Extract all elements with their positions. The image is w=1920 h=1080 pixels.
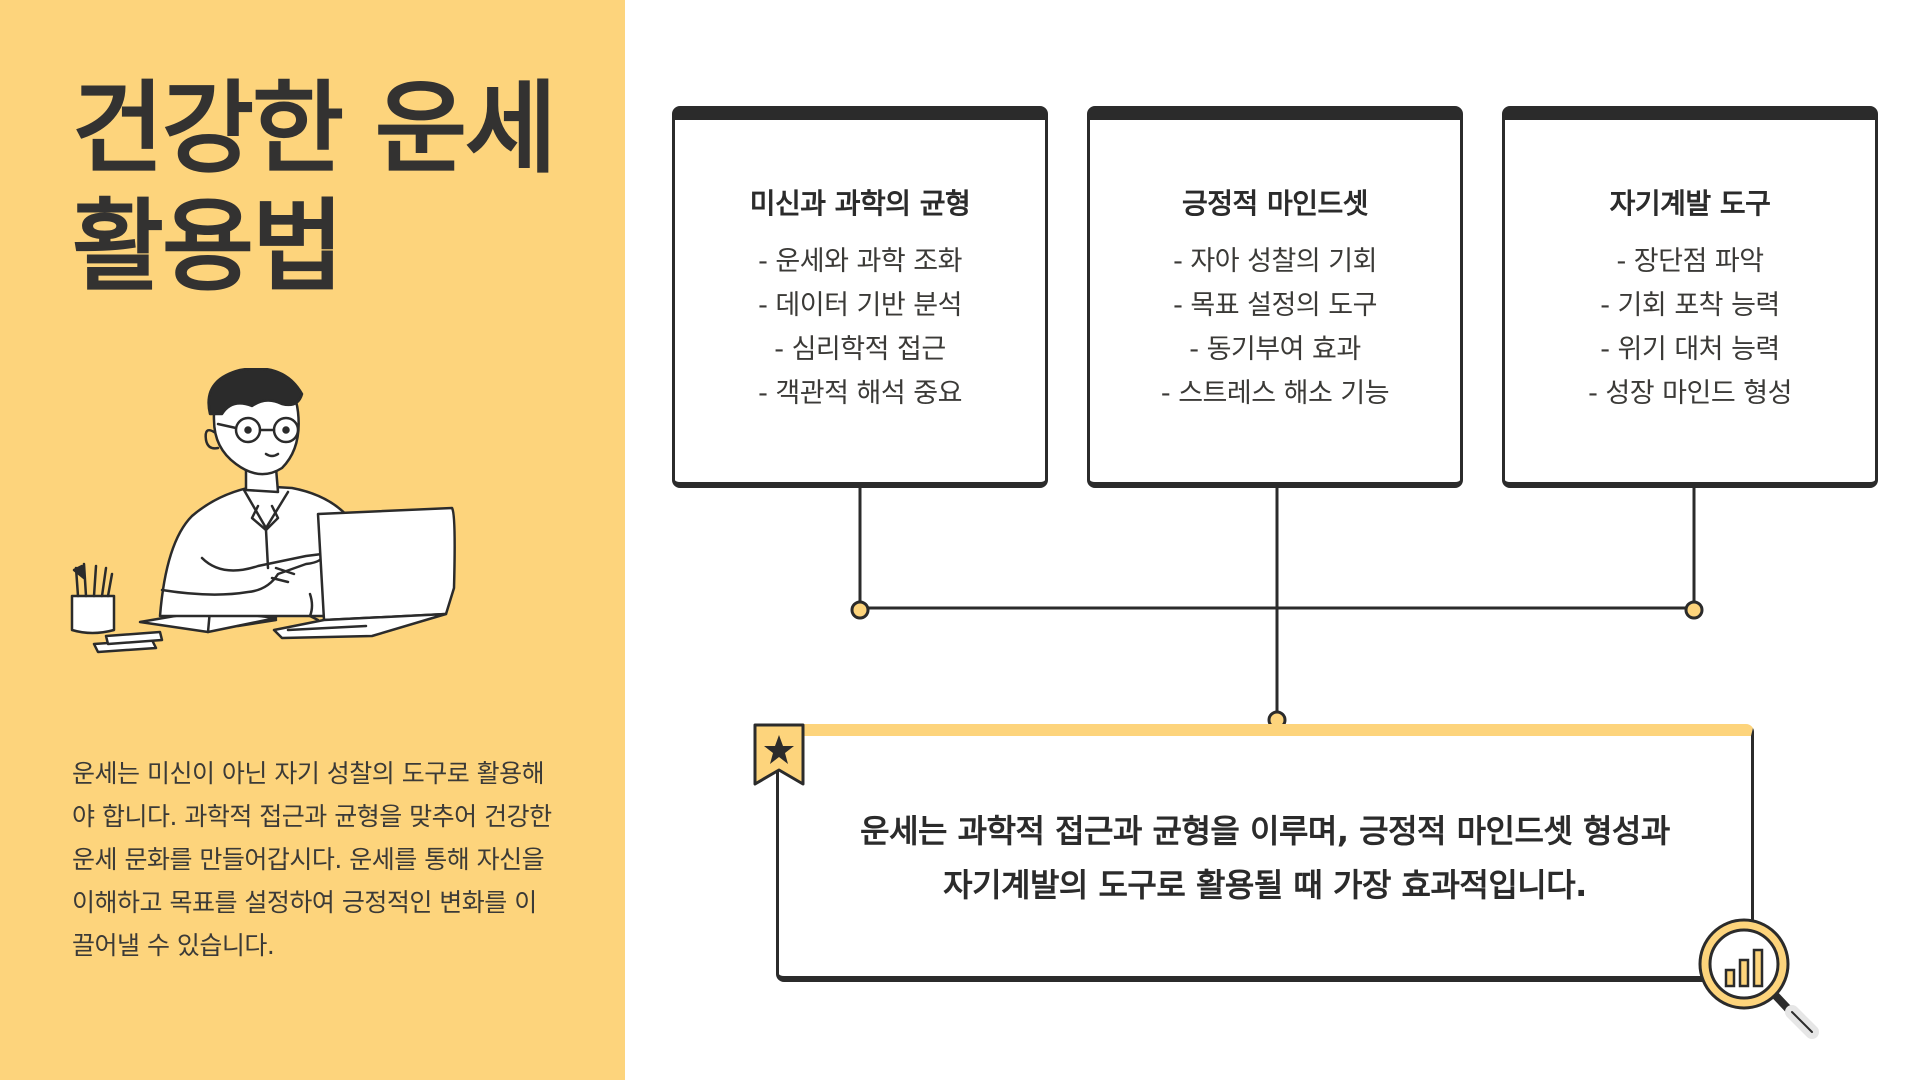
list-item: - 성장 마인드 형성 — [1588, 378, 1792, 409]
summary-line-2: 자기계발의 도구로 활용될 때 가장 효과적입니다. — [943, 866, 1587, 904]
card-title: 자기계발 도구 — [1609, 187, 1771, 220]
card-list: - 자아 성찰의 기회 - 목표 설정의 도구 - 동기부여 효과 - 스트레스… — [1090, 240, 1460, 416]
star-bookmark-icon — [753, 723, 805, 786]
list-item: - 자아 성찰의 기회 — [1173, 246, 1377, 277]
list-item: - 위기 대처 능력 — [1600, 334, 1780, 365]
list-item: - 목표 설정의 도구 — [1173, 290, 1377, 321]
card-list: - 운세와 과학 조화 - 데이터 기반 분석 - 심리학적 접근 - 객관적 … — [675, 240, 1045, 416]
list-item: - 운세와 과학 조화 — [758, 246, 962, 277]
description-text: 운세는 미신이 아닌 자기 성찰의 도구로 활용해야 합니다. 과학적 접근과 … — [72, 759, 552, 960]
summary-text: 운세는 과학적 접근과 균형을 이루며, 긍정적 마인드셋 형성과 자기계발의 … — [779, 804, 1751, 912]
connector-dot-left — [850, 600, 870, 620]
list-item: - 객관적 해석 중요 — [758, 378, 962, 409]
list-item: - 기회 포착 능력 — [1600, 290, 1780, 321]
man-with-laptop-illustration — [70, 368, 456, 654]
card-title: 미신과 과학의 균형 — [749, 187, 971, 220]
card-list: - 장단점 파악 - 기회 포착 능력 - 위기 대처 능력 - 성장 마인드 … — [1505, 240, 1875, 416]
title-line-1: 건강한 운세 — [72, 70, 557, 187]
magnifier-chart-icon — [1698, 918, 1819, 1039]
card-superstition-science: 미신과 과학의 균형 - 운세와 과학 조화 - 데이터 기반 분석 - 심리학… — [672, 106, 1048, 488]
summary-box: 운세는 과학적 접근과 균형을 이루며, 긍정적 마인드셋 형성과 자기계발의 … — [776, 724, 1754, 982]
list-item: - 심리학적 접근 — [774, 334, 946, 365]
list-item: - 장단점 파악 — [1616, 246, 1764, 277]
list-item: - 스트레스 해소 기능 — [1160, 378, 1390, 409]
page-title: 건강한 운세 활용법 — [72, 70, 592, 306]
card-positive-mindset: 긍정적 마인드셋 - 자아 성찰의 기회 - 목표 설정의 도구 - 동기부여 … — [1087, 106, 1463, 488]
left-panel: 건강한 운세 활용법 — [0, 0, 625, 1080]
card-self-development: 자기계발 도구 - 장단점 파악 - 기회 포착 능력 - 위기 대처 능력 -… — [1502, 106, 1878, 488]
summary-line-1: 운세는 과학적 접근과 균형을 이루며, 긍정적 마인드셋 형성과 — [860, 812, 1670, 850]
card-title: 긍정적 마인드셋 — [1181, 187, 1369, 220]
title-line-2: 활용법 — [72, 188, 344, 305]
connector-dot-right — [1684, 600, 1704, 620]
list-item: - 동기부여 효과 — [1189, 334, 1361, 365]
list-item: - 데이터 기반 분석 — [758, 290, 962, 321]
